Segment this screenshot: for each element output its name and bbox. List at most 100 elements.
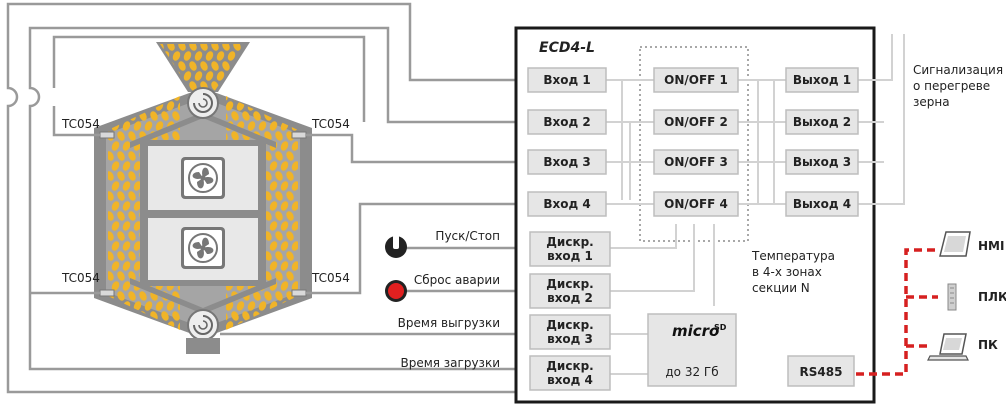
grain-kernel xyxy=(291,281,298,291)
grain-kernel xyxy=(189,81,197,91)
grain-kernel xyxy=(205,51,214,61)
discrete-signal-labels: Пуск/Стоп Сброс аварии Время выгрузки Вр… xyxy=(398,229,500,370)
grain-kernel xyxy=(253,291,261,301)
grain-kernel xyxy=(128,211,136,221)
alarm-note-line3: зерна xyxy=(913,95,950,109)
grain-kernel xyxy=(117,191,125,201)
grain-kernel xyxy=(280,281,289,291)
grain-kernel xyxy=(117,171,125,181)
rs485-block xyxy=(787,355,855,387)
grain-kernel xyxy=(150,96,158,101)
grain-kernel xyxy=(133,121,142,131)
grain-kernel xyxy=(264,191,272,201)
grain-kernel xyxy=(258,321,267,330)
temp-note-line2: в 4-х зонах xyxy=(752,265,822,279)
plc-label: ПЛК xyxy=(978,290,1006,304)
grain-kernel xyxy=(133,181,142,191)
grain-kernel xyxy=(111,101,120,111)
grain-kernel xyxy=(133,201,142,211)
alarm-note-line1: Сигнализация xyxy=(913,63,1003,77)
grain-kernel xyxy=(291,101,298,111)
input-block-1 xyxy=(527,67,607,93)
grain-kernel xyxy=(122,321,131,330)
grain-kernel xyxy=(172,111,180,121)
alarm-note: Сигнализация о перегреве зерна xyxy=(913,63,1003,109)
grain-kernel xyxy=(275,311,283,321)
hmi-icon xyxy=(939,231,971,257)
grain-kernel xyxy=(291,241,298,251)
grain-kernel xyxy=(111,281,120,291)
input-blocks: Вход 1 Вход 2 Вход 3 Вход 4 xyxy=(527,67,607,217)
grain-kernel xyxy=(111,181,120,191)
output-4-label: Выход 4 xyxy=(793,197,851,211)
grain-kernel xyxy=(275,191,283,201)
grain-kernel xyxy=(222,44,230,51)
grain-kernel xyxy=(122,101,131,111)
start-stop-label: Пуск/Стоп xyxy=(435,229,500,243)
grain-kernel xyxy=(183,51,192,61)
sensor-label-br: TC054 xyxy=(311,271,350,285)
grain-kernel xyxy=(155,121,164,131)
grain-kernel xyxy=(286,151,294,161)
alarm-reset-label: Сброс аварии xyxy=(414,273,500,287)
grain-kernel xyxy=(280,181,289,191)
grain-kernel xyxy=(117,311,125,321)
input-1-label: Вход 1 xyxy=(543,73,590,87)
grain-kernel xyxy=(226,101,234,111)
sd-capacity: до 32 Гб xyxy=(665,365,718,379)
microsd-logo-icon: micro SD xyxy=(672,322,727,340)
input-block-2 xyxy=(527,109,607,135)
sensor-labels: TC054 TC054 TC054 TC054 xyxy=(61,117,350,285)
grain-kernel xyxy=(269,201,278,211)
grain-kernel xyxy=(139,96,147,101)
discrete-input-block-3 xyxy=(529,314,611,350)
grain-kernel xyxy=(111,261,120,271)
grain-kernel xyxy=(275,211,283,221)
grain-kernel xyxy=(269,181,278,191)
discrete-input-1-line1: Дискр. xyxy=(546,235,594,249)
grain-kernel xyxy=(280,161,289,171)
sd-logo-text: micro xyxy=(672,322,719,340)
grain-kernel xyxy=(167,81,175,91)
grain-kernel xyxy=(280,141,289,151)
grain-kernel xyxy=(117,96,125,101)
grain-kernel xyxy=(247,121,256,131)
grain-kernel xyxy=(108,191,114,201)
grain-kernel xyxy=(275,271,283,281)
output-blocks: Выход 1 Выход 2 Выход 3 Выход 4 xyxy=(785,67,859,217)
grain-kernel xyxy=(108,251,114,261)
grain-kernel xyxy=(242,111,250,121)
grain-kernel xyxy=(269,241,278,251)
grain-kernel xyxy=(242,311,250,321)
grain-kernel xyxy=(172,131,180,141)
grain-kernel xyxy=(264,96,272,101)
grain-kernel xyxy=(286,251,294,261)
grain-kernel xyxy=(155,301,164,311)
grain-kernel xyxy=(128,191,136,201)
grain-kernel xyxy=(286,271,294,281)
grain-kernel xyxy=(178,44,186,51)
fan-icon xyxy=(181,227,225,269)
grain-kernel xyxy=(172,51,181,61)
grain-kernel xyxy=(133,301,142,311)
grain-kernel xyxy=(269,101,278,111)
grain-kernel xyxy=(264,231,272,241)
grain-kernel xyxy=(133,321,142,330)
grain-kernel xyxy=(247,321,256,330)
hmi-label: HMI xyxy=(978,239,1004,253)
rs485-network xyxy=(856,248,938,376)
grain-kernel xyxy=(133,101,142,111)
grain-kernel xyxy=(280,201,289,211)
temp-note-line1: Температура xyxy=(751,249,835,263)
grain-kernel xyxy=(183,71,192,81)
input-3-label: Вход 3 xyxy=(543,155,590,169)
grain-kernel xyxy=(286,311,294,321)
grain-kernel xyxy=(233,81,241,91)
grain-kernel xyxy=(286,191,294,201)
fan-icon xyxy=(181,157,225,199)
discrete-input-block-1 xyxy=(529,231,611,267)
grain-kernel xyxy=(108,311,114,321)
grain-kernel xyxy=(238,71,246,81)
grain-kernel xyxy=(216,51,225,61)
plc-icon xyxy=(947,283,957,311)
